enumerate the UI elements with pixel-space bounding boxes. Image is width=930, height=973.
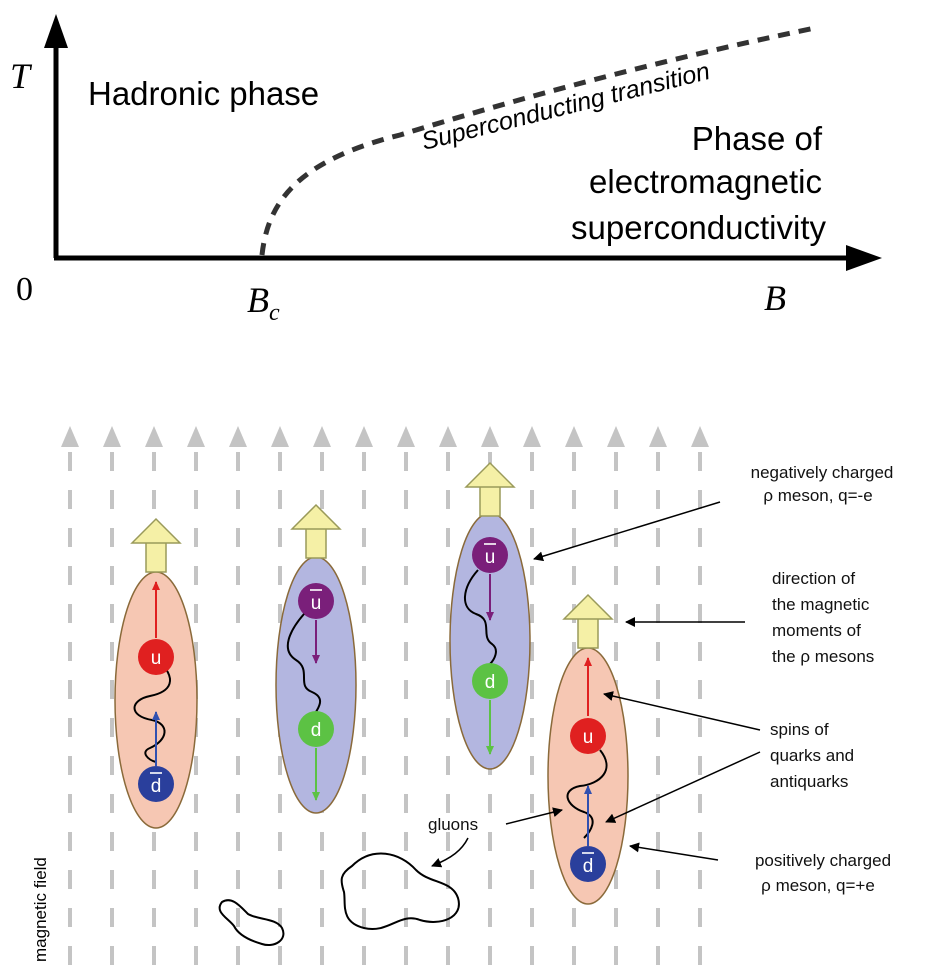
svg-text:d: d	[485, 672, 496, 693]
up-quark: u	[570, 718, 606, 754]
annotation-gluons: gluons	[428, 807, 563, 868]
svg-text:u: u	[151, 648, 162, 669]
svg-text:d: d	[151, 776, 162, 797]
field-line	[271, 426, 289, 973]
annotation-text: gluons	[428, 815, 478, 834]
y-axis-label: T	[10, 56, 33, 96]
gluon-string	[566, 749, 608, 839]
field-line	[649, 426, 667, 973]
up-quark: u	[138, 639, 174, 675]
anti-down-quark: d	[138, 766, 174, 802]
transition-curve	[259, 25, 816, 256]
anti-up-quark: u	[298, 583, 334, 619]
annotation-pointer	[431, 837, 469, 868]
sc-phase-line1: Phase of	[692, 120, 823, 157]
annotation-magnetic-moment: direction of the magnetic moments of the…	[625, 569, 874, 666]
annotation-text: the ρ mesons	[772, 647, 874, 666]
annotation-text: spins of	[770, 720, 829, 739]
annotation-pointer	[605, 751, 761, 823]
gluon-string	[286, 613, 321, 713]
critical-field-label: Bc	[247, 280, 280, 326]
magnetic-moment-arrow	[130, 517, 182, 573]
annotation-spins: spins of quarks and antiquarks	[603, 691, 854, 823]
annotation-text: moments of	[772, 621, 861, 640]
anti-up-quark: u	[472, 537, 508, 573]
annotation-positive-meson: positively charged ρ meson, q=+e	[629, 842, 891, 895]
annotation-text: the magnetic	[772, 595, 870, 614]
sc-phase-line3: superconductivity	[571, 209, 826, 246]
positive-rho-meson-left: u d	[114, 517, 198, 829]
gluon-string	[464, 569, 497, 665]
magnetic-field-label: magnetic field	[31, 857, 50, 962]
field-line	[691, 426, 709, 973]
svg-text:u: u	[311, 593, 322, 614]
annotation-text: ρ meson, q=-e	[763, 486, 872, 505]
positive-rho-meson-right: u d	[547, 593, 629, 905]
field-line	[229, 426, 247, 973]
annotation-pointer	[533, 501, 721, 562]
field-line	[607, 426, 625, 973]
svg-text:d: d	[311, 720, 322, 741]
annotation-pointer	[603, 691, 761, 731]
annotation-text: ρ meson, q=+e	[761, 876, 875, 895]
origin-label: 0	[16, 271, 33, 308]
annotation-pointer	[629, 842, 719, 861]
svg-text:u: u	[583, 727, 594, 748]
free-gluon-loop-small	[218, 899, 285, 946]
annotation-text: quarks and	[770, 746, 854, 765]
free-gluon-loop-large	[340, 852, 460, 931]
annotation-negative-meson: negatively charged ρ meson, q=-e	[533, 463, 894, 562]
field-line	[187, 426, 205, 973]
negative-rho-meson-right: u d	[449, 461, 531, 770]
field-line	[355, 426, 373, 973]
magnetic-moment-arrow	[562, 593, 614, 649]
gluon-string	[133, 657, 171, 763]
negative-rho-meson-center: u d	[275, 503, 357, 814]
annotation-text: negatively charged	[751, 463, 894, 482]
y-axis-arrowhead	[44, 14, 68, 48]
field-line	[61, 426, 79, 973]
down-quark: d	[472, 663, 508, 699]
x-axis-label: B	[764, 278, 786, 318]
sc-phase-line2: electromagnetic	[589, 163, 822, 200]
field-line	[523, 426, 541, 973]
annotation-text: antiquarks	[770, 772, 848, 791]
down-quark: d	[298, 711, 334, 747]
anti-down-quark: d	[570, 846, 606, 882]
annotation-pointer	[505, 807, 563, 825]
annotation-text: positively charged	[755, 851, 891, 870]
magnetic-moment-arrow	[464, 461, 516, 517]
field-line	[397, 426, 415, 973]
annotation-text: direction of	[772, 569, 855, 588]
transition-label: Superconducting transition	[419, 57, 713, 156]
field-line	[103, 426, 121, 973]
svg-text:d: d	[583, 856, 594, 877]
svg-text:u: u	[485, 547, 496, 568]
x-axis-arrowhead	[846, 245, 882, 271]
hadronic-phase-label: Hadronic phase	[88, 75, 319, 112]
magnetic-moment-arrow	[290, 503, 342, 559]
phase-diagram: T 0 Bc B Hadronic phase Superconducting …	[10, 14, 882, 326]
